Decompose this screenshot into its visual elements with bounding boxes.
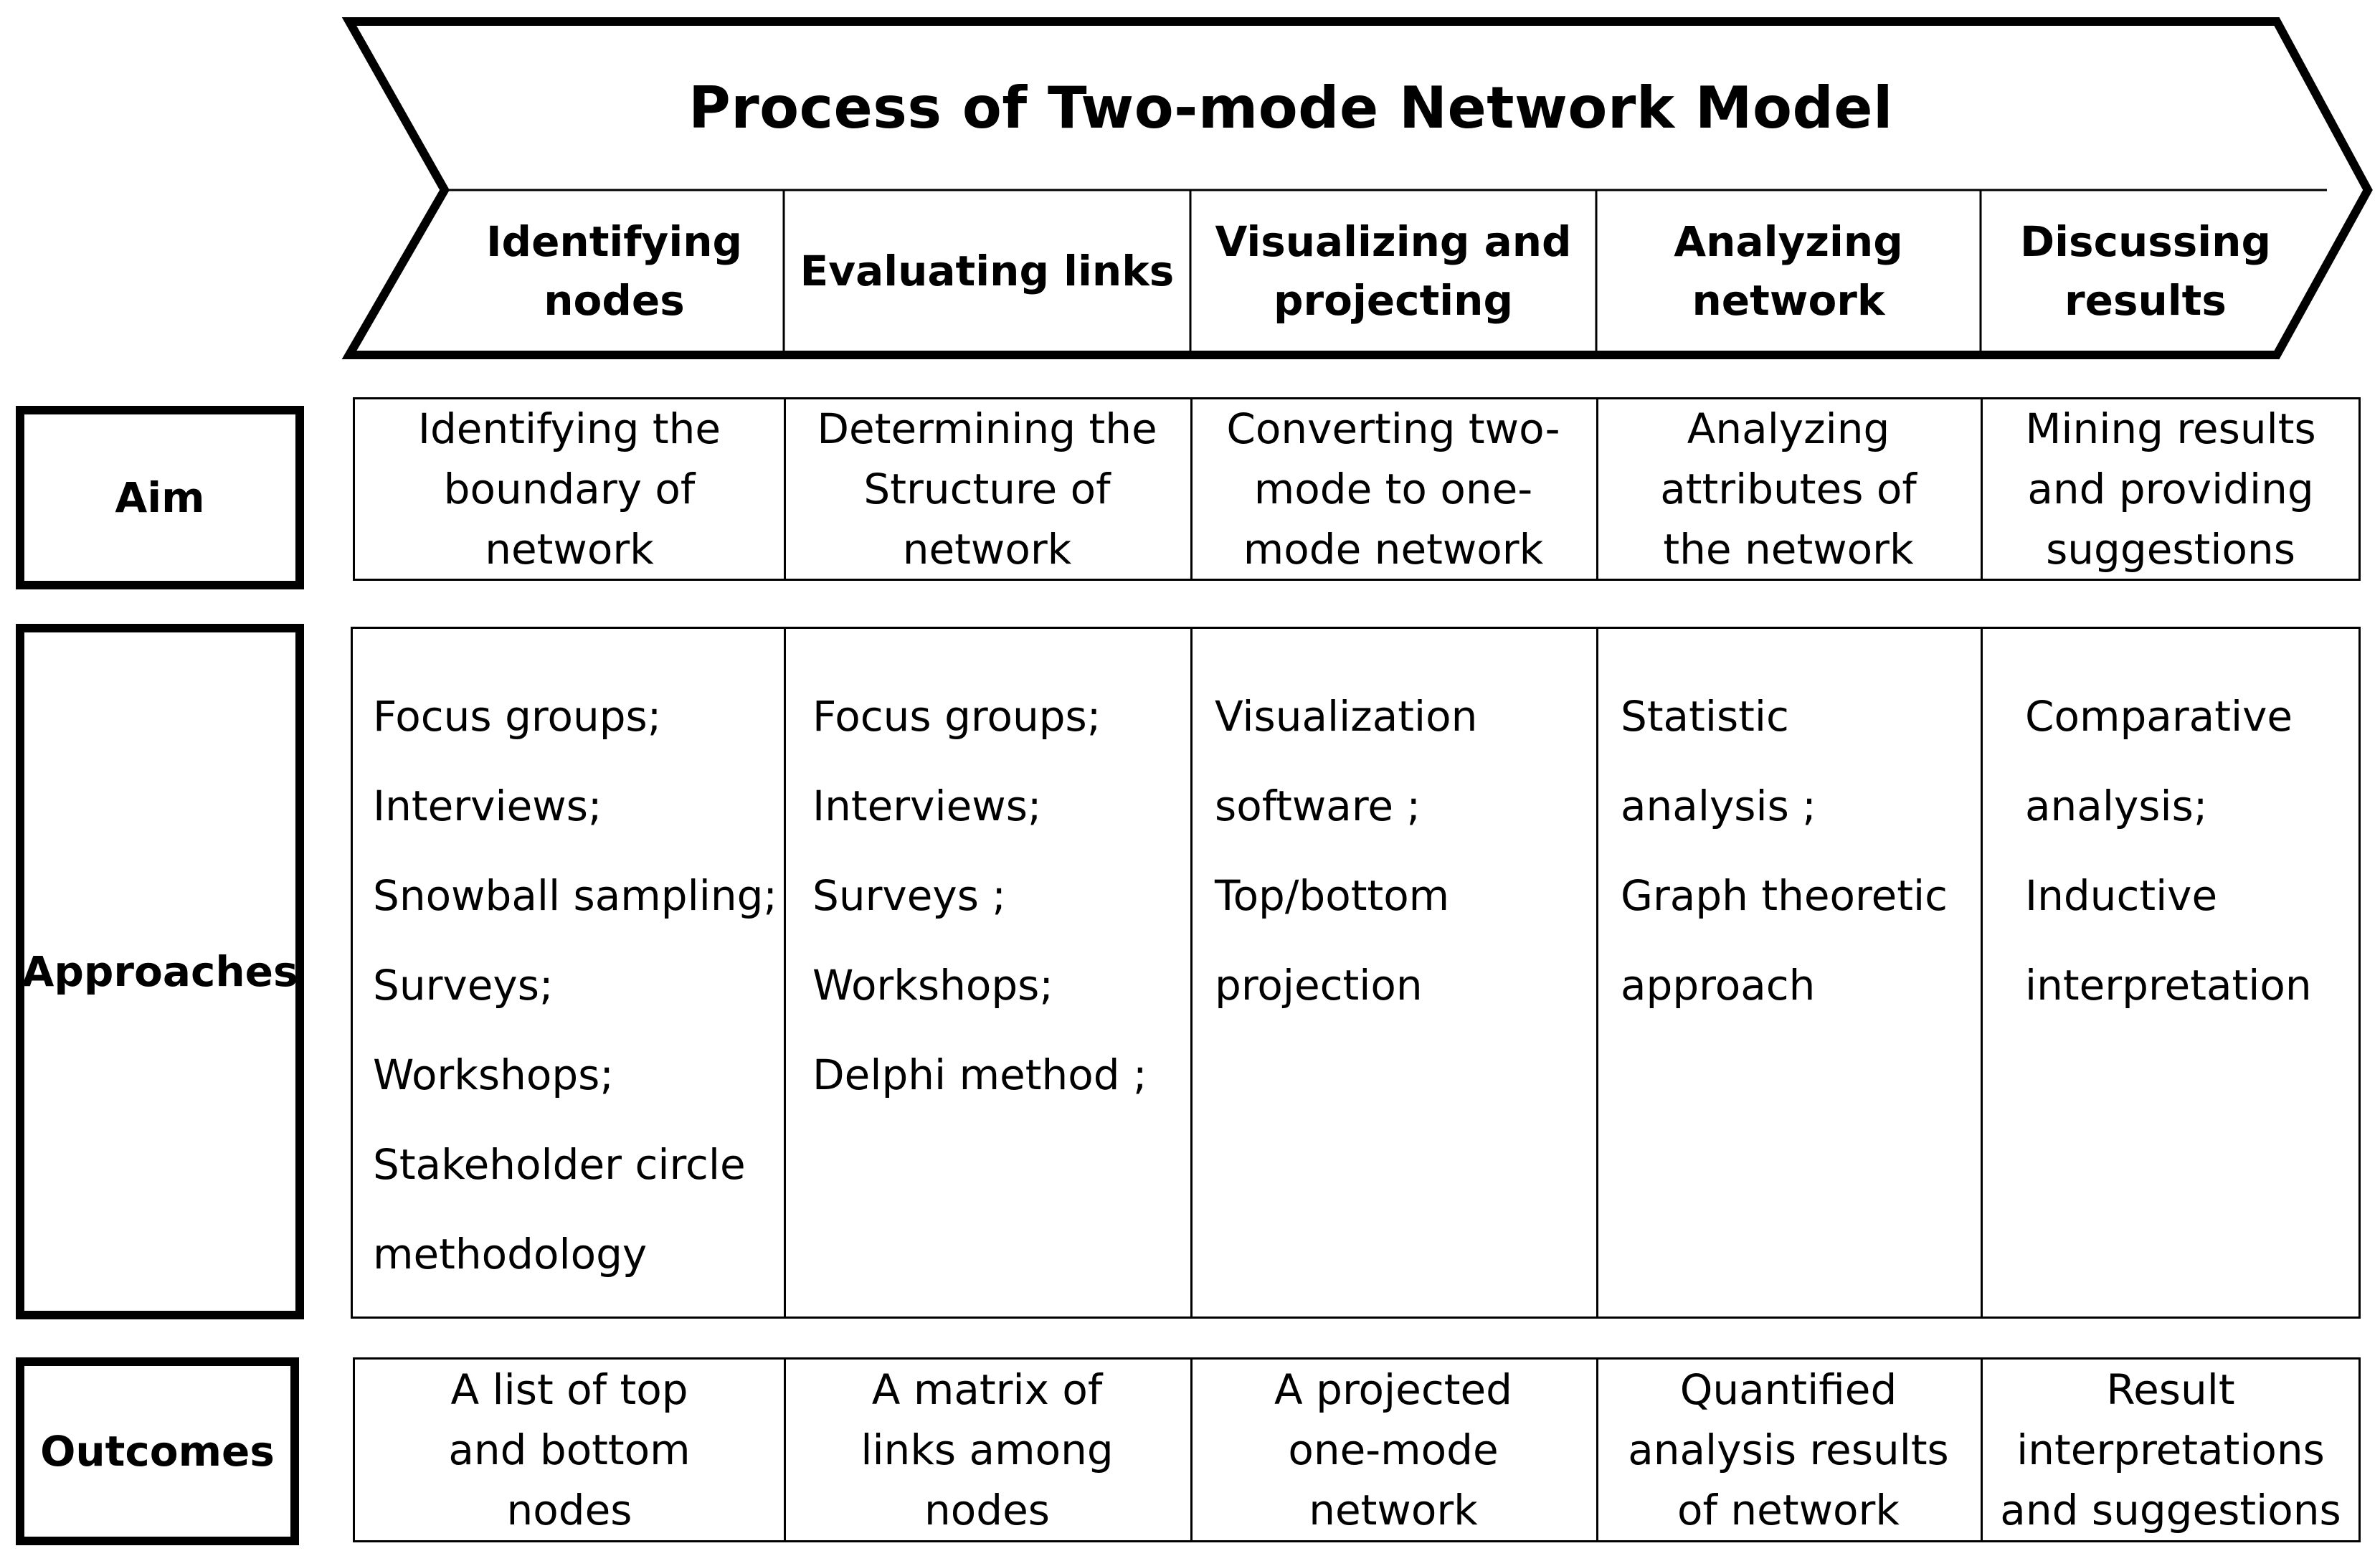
approach-item: analysis ; — [1621, 782, 1816, 830]
row-label-outcomes: Outcomes — [16, 1357, 299, 1545]
approach-item: Interviews; — [373, 782, 602, 830]
approach-item: Statistic — [1621, 692, 1789, 741]
approaches-row — [351, 627, 2361, 1319]
stage-identifying-nodes: Identifying nodes — [485, 217, 743, 325]
approach-item: Visualization — [1215, 692, 1478, 741]
outcome-discussing-results: Result interpretations and suggestions — [2000, 1365, 2341, 1534]
approach-item: Inductive — [2025, 871, 2218, 920]
aim-visualizing-projecting: Converting two-mode to one-mode network — [1226, 404, 1560, 574]
approach-item: analysis; — [2025, 782, 2208, 830]
outcome-analyzing-network: Quantified analysis results of network — [1628, 1365, 1949, 1534]
stage-discussing-results: Discussing results — [2020, 217, 2271, 325]
approaches-analyzing-network: Statistic analysis ; Graph theoretic app… — [1596, 629, 1981, 1317]
aim-analyzing-network: Analyzing attributes of the network — [1660, 404, 1917, 574]
approach-item: interpretation — [2025, 961, 2312, 1010]
aim-evaluating-links: Determining the Structure of network — [817, 404, 1157, 574]
approach-item: methodology — [373, 1230, 648, 1279]
outcomes-row — [353, 1357, 2361, 1542]
diagram-title: Process of Two-mode Network Model — [688, 74, 1893, 141]
approach-item: Comparative — [2025, 692, 2293, 741]
approach-item: Surveys; — [373, 961, 554, 1010]
stage-analyzing-network: Analyzing network — [1674, 217, 1903, 325]
approach-item: Interviews; — [812, 782, 1042, 830]
approach-item: Focus groups; — [373, 692, 662, 741]
stage-visualizing-projecting: Visualizing and projecting — [1215, 217, 1572, 325]
approach-item: Delphi method ; — [812, 1050, 1147, 1099]
approach-item: Stakeholder circle — [373, 1140, 746, 1189]
aim-discussing-results: Mining results and providing suggestions — [2025, 404, 2316, 574]
approach-item: Surveys ; — [812, 871, 1006, 920]
approaches-discussing-results: Comparative analysis; Inductive interpre… — [1981, 629, 2361, 1317]
approach-item: software ; — [1215, 782, 1421, 830]
aim-identifying-nodes: Identifying the boundary of network — [417, 404, 721, 574]
approach-item: Graph theoretic — [1621, 871, 1948, 920]
approach-item: Snowball sampling; — [373, 871, 777, 920]
outcome-evaluating-links: A matrix of links among nodes — [861, 1365, 1114, 1534]
row-label-approaches: Approaches — [16, 624, 304, 1319]
outcome-identifying-nodes: A list of top and bottom nodes — [448, 1365, 691, 1534]
approach-item: Workshops; — [373, 1050, 614, 1099]
approaches-evaluating-links: Focus groups; Interviews; Surveys ; Work… — [784, 629, 1190, 1317]
approach-item: Workshops; — [812, 961, 1053, 1010]
approach-item: projection — [1215, 961, 1423, 1010]
stage-evaluating-links: Evaluating links — [800, 247, 1175, 295]
outcome-visualizing-projecting: A projected one-mode network — [1274, 1365, 1512, 1534]
approaches-identifying-nodes: Focus groups; Interviews; Snowball sampl… — [353, 629, 784, 1317]
approach-item: Top/bottom — [1215, 871, 1450, 920]
approaches-visualizing-projecting: Visualization software ; Top/bottom proj… — [1190, 629, 1596, 1317]
approach-item: approach — [1621, 961, 1816, 1010]
row-label-aim: Aim — [16, 406, 304, 589]
aim-row — [353, 397, 2361, 581]
approach-item: Focus groups; — [812, 692, 1101, 741]
